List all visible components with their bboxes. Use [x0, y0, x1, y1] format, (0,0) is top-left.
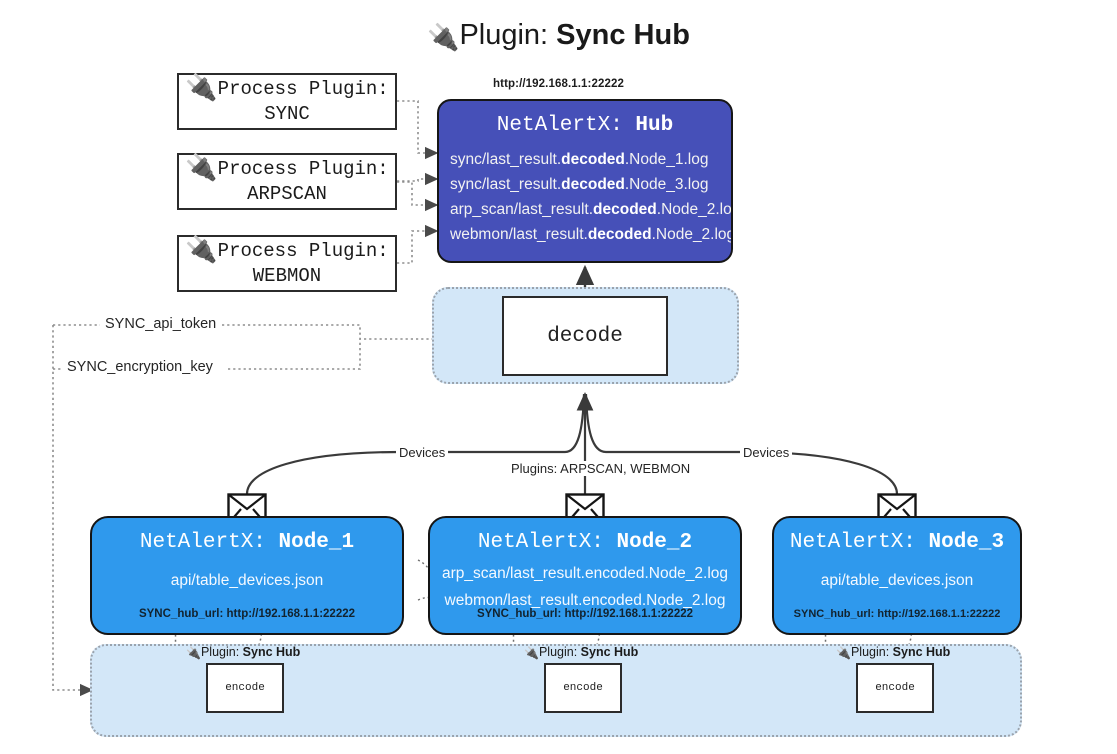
hub-log-line: sync/last_result.decoded.Node_1.log — [450, 151, 709, 168]
node-url-3: SYNC_hub_url: http://192.168.1.1:22222 — [793, 608, 1001, 620]
hub-log-line: arp_scan/last_result.decoded.Node_2.log — [450, 201, 733, 218]
process-plugin-name-1: SYNC — [264, 103, 310, 125]
hub-log-line: sync/last_result.decoded.Node_3.log — [450, 176, 709, 193]
sync-encryption-key-label: SYNC_encryption_key — [64, 359, 216, 375]
process-plugin-name-2: ARPSCAN — [247, 183, 327, 205]
plug-icon: 🔌 — [185, 235, 218, 265]
devices-label-right: Devices — [740, 445, 793, 460]
encode-box-3[interactable]: encode — [856, 663, 934, 713]
encode-label: encode — [225, 682, 265, 694]
encode-box-2[interactable]: encode — [544, 663, 622, 713]
process-plugin-title-3: 🔌Process Plugin: — [185, 235, 389, 265]
encoder-label-3: 🔌Plugin: Sync Hub — [836, 645, 951, 660]
plugins-label-center: Plugins: ARPSCAN, WEBMON — [508, 461, 694, 476]
node-line: arp_scan/last_result.encoded.Node_2.log — [441, 565, 729, 582]
encoder-label-2: 🔌Plugin: Sync Hub — [524, 645, 639, 660]
encode-label: encode — [875, 682, 915, 694]
process-plugin-box-webmon[interactable]: 🔌Process Plugin: WEBMON — [177, 235, 397, 292]
node-url-1: SYNC_hub_url: http://192.168.1.1:22222 — [138, 608, 356, 620]
process-plugin-box-sync[interactable]: 🔌Process Plugin: SYNC — [177, 73, 397, 130]
process-plugin-title-2: 🔌Process Plugin: — [185, 153, 389, 183]
node-line: api/table_devices.json — [170, 572, 324, 589]
node-line: webmon/last_result.encoded.Node_2.log — [444, 592, 726, 609]
hub-log-list: sync/last_result.decoded.Node_1.log sync… — [439, 147, 731, 247]
plug-icon: 🔌 — [186, 646, 201, 660]
encoder-label-1: 🔌Plugin: Sync Hub — [186, 645, 301, 660]
node-url-2: SYNC_hub_url: http://192.168.1.1:22222 — [476, 608, 694, 620]
hub-box[interactable]: NetAlertX: Hub sync/last_result.decoded.… — [437, 99, 733, 263]
plug-icon: 🔌 — [524, 646, 539, 660]
plug-icon: 🔌 — [836, 646, 851, 660]
page-title: 🔌Plugin: Sync Hub — [0, 16, 1117, 57]
hub-title: NetAlertX: Hub — [496, 114, 674, 137]
plug-icon: 🔌 — [427, 23, 460, 53]
process-plugin-box-arpscan[interactable]: 🔌Process Plugin: ARPSCAN — [177, 153, 397, 210]
plug-icon: 🔌 — [185, 153, 218, 183]
process-plugin-name-3: WEBMON — [252, 265, 322, 287]
node-box-1[interactable]: NetAlertX: Node_1 api/table_devices.json… — [90, 516, 404, 635]
hub-url-label: http://192.168.1.1:22222 — [493, 78, 624, 90]
decode-box[interactable]: decode — [502, 296, 668, 376]
node-title-1: NetAlertX: Node_1 — [139, 531, 355, 554]
node-title-2: NetAlertX: Node_2 — [477, 531, 693, 554]
hub-log-line: webmon/last_result.decoded.Node_2.log — [450, 226, 733, 243]
encode-box-1[interactable]: encode — [206, 663, 284, 713]
sync-api-token-label: SYNC_api_token — [102, 316, 220, 332]
decode-label: decode — [547, 324, 623, 348]
process-plugin-title-1: 🔌Process Plugin: — [185, 73, 389, 103]
plug-icon: 🔌 — [185, 73, 218, 103]
devices-label-left: Devices — [396, 445, 449, 460]
page-title-prefix: Plugin: — [459, 19, 557, 51]
page-title-name: Sync Hub — [556, 19, 690, 51]
node-line: api/table_devices.json — [820, 572, 974, 589]
node-title-3: NetAlertX: Node_3 — [789, 531, 1005, 554]
node-box-3[interactable]: NetAlertX: Node_3 api/table_devices.json… — [772, 516, 1022, 635]
node-box-2[interactable]: NetAlertX: Node_2 arp_scan/last_result.e… — [428, 516, 742, 635]
encode-label: encode — [563, 682, 603, 694]
